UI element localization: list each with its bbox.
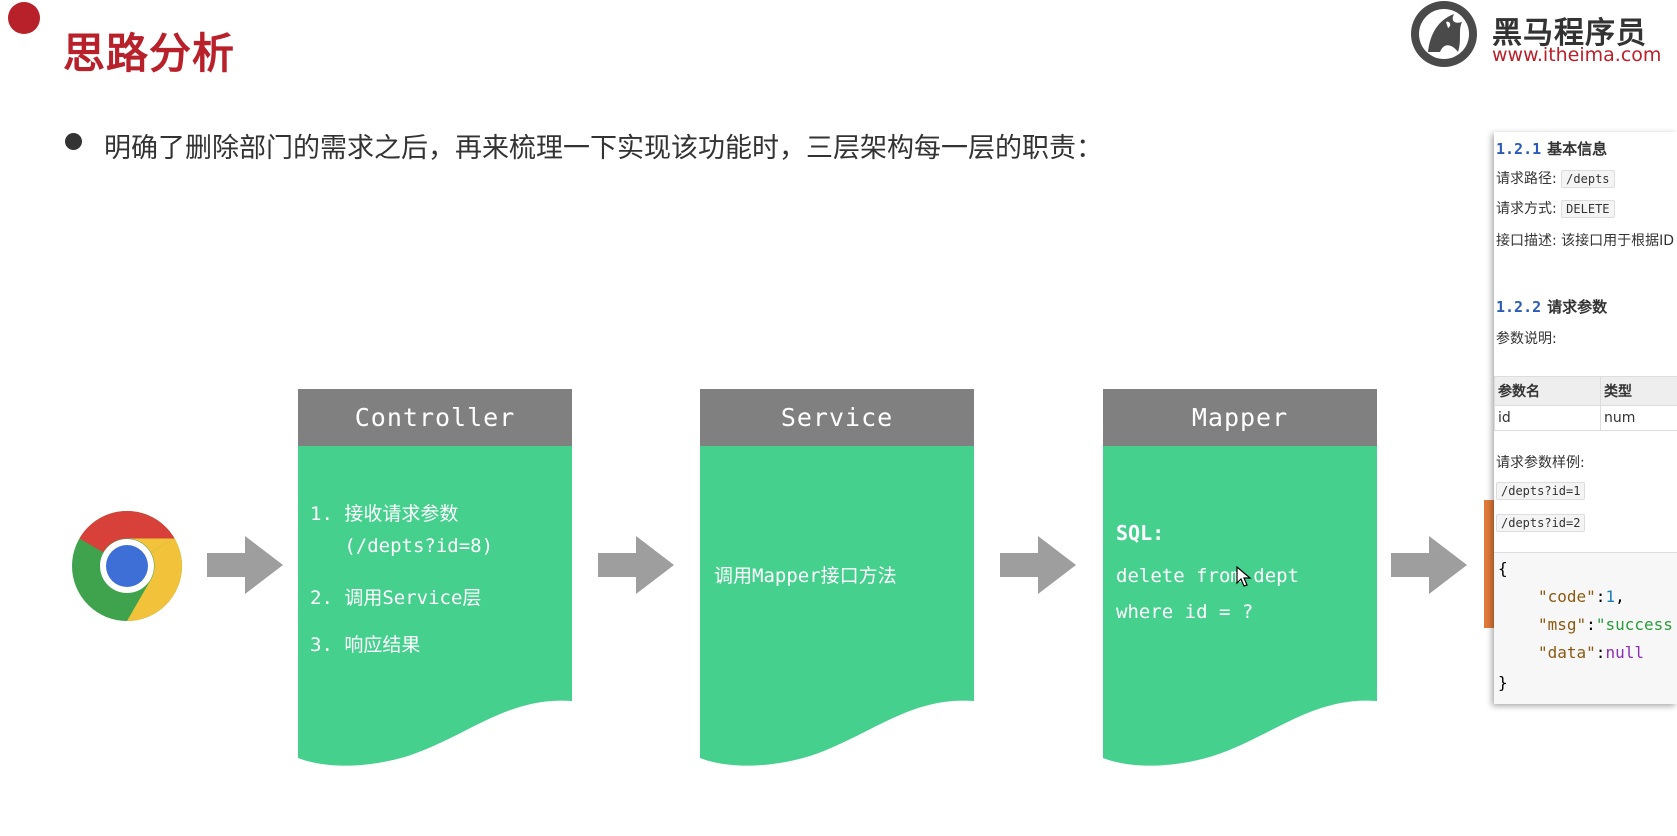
bullet-text: 明确了删除部门的需求之后，再来梳理一下实现该功能时，三层架构每一层的职责： [104,133,1103,164]
doc-table-cell-name: id [1494,405,1601,431]
corner-decoration-dot [8,2,40,34]
doc-sample-1-row: /depts?id=1 [1496,482,1586,500]
doc-path-label: 请求路径: [1496,171,1557,187]
mapper-card: Mapper SQL: delete from dept where id = … [1103,389,1377,773]
json-close-brace: } [1498,673,1508,692]
controller-card-title: Controller [298,389,572,446]
service-card-body [700,446,974,766]
doc-sample-2: /depts?id=2 [1496,514,1586,532]
arrow-right-icon [1391,536,1467,594]
doc-sample-label: 请求参数样例: [1496,455,1585,471]
doc-params-desc: 参数说明: [1496,331,1557,347]
json-code-key: "code" [1538,587,1596,606]
json-data-value: null [1605,643,1644,662]
arrow-right-icon [598,536,674,594]
doc-path-value: /depts [1561,170,1615,188]
doc-method-value: DELETE [1561,200,1615,218]
doc-params-title: 请求参数 [1547,298,1608,316]
json-code-line: "code":1, [1538,587,1625,606]
doc-response-json: { "code":1, "msg":"success "data":null } [1494,552,1677,704]
doc-table-header-name: 参数名 [1494,376,1601,406]
json-msg-line: "msg":"success [1538,615,1673,634]
doc-basic-heading: 1.2.1 基本信息 [1496,138,1607,159]
doc-basic-num: 1.2.1 [1496,140,1542,158]
controller-step-1: 1. 接收请求参数 [310,503,459,525]
controller-step-1-param: (/depts?id=8) [310,535,494,557]
bullet-dot [65,133,82,150]
doc-sample-2-row: /depts?id=2 [1496,514,1586,532]
horse-logo-icon [1411,1,1477,67]
logo-brand: 黑马程序员 [1492,16,1647,51]
doc-description: 接口描述: 该接口用于根据ID [1496,233,1675,249]
mouse-cursor-icon [1236,566,1252,587]
json-open-brace: { [1498,559,1508,578]
mapper-card-title: Mapper [1103,389,1377,446]
page-title: 思路分析 [63,29,236,78]
doc-basic-title: 基本信息 [1547,140,1608,158]
doc-path-row: 请求路径: /depts [1496,168,1615,188]
controller-card: Controller 1. 接收请求参数 (/depts?id=8) 2. 调用… [298,389,572,773]
json-msg-key: "msg" [1538,615,1587,634]
doc-params-num: 1.2.2 [1496,298,1542,316]
json-code-value: 1 [1605,587,1616,606]
doc-method-label: 请求方式: [1496,201,1557,217]
doc-sample-1: /depts?id=1 [1496,482,1586,500]
mapper-sql-line-2: where id = ? [1116,601,1254,623]
service-description: 调用Mapper接口方法 [714,565,897,587]
doc-method-row: 请求方式: DELETE [1496,198,1615,218]
service-card: Service 调用Mapper接口方法 [700,389,974,773]
json-msg-value: "success [1595,615,1673,634]
doc-params-heading: 1.2.2 请求参数 [1496,296,1607,317]
doc-table-header-type: 类型 [1599,376,1677,406]
mapper-sql-label: SQL: [1116,521,1165,545]
service-card-title: Service [700,389,974,446]
chrome-icon [72,511,182,621]
json-data-key: "data" [1538,643,1596,662]
api-doc-panel: 1.2.1 基本信息 请求路径: /depts 请求方式: DELETE 接口描述… [1494,132,1677,704]
controller-step-2: 2. 调用Service层 [310,587,482,609]
arrow-right-icon [1000,536,1076,594]
controller-step-3: 3. 响应结果 [310,634,421,656]
doc-table-cell-type: num [1599,405,1677,431]
mapper-card-body [1103,446,1377,766]
logo-url: www.itheima.com [1492,44,1662,66]
doc-params-table: 参数名 类型 id num [1494,376,1677,431]
json-data-line: "data":null [1538,643,1644,662]
mapper-sql-line-1: delete from dept [1116,565,1300,587]
controller-card-body [298,446,572,766]
arrow-right-icon [207,536,283,594]
